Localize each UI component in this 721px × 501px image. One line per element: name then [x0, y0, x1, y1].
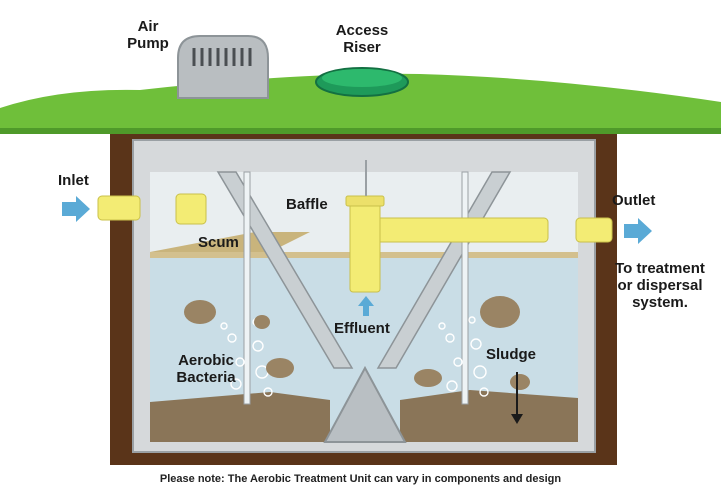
baffle-tee — [349, 195, 381, 293]
inlet-pipe — [97, 195, 141, 221]
outlet-arrow — [624, 218, 652, 244]
outlet-pipe — [359, 217, 549, 243]
floating-solids — [184, 296, 530, 390]
air-pump-vents — [192, 48, 252, 66]
effluent-label: Effluent — [334, 320, 390, 337]
sludge-left — [150, 392, 330, 442]
baffle-label: Baffle — [286, 196, 328, 213]
aerator-rod-right — [461, 171, 469, 405]
inlet-elbow — [175, 193, 207, 225]
center-hopper — [323, 365, 407, 443]
destination-label: To treatment or dispersal system. — [615, 260, 705, 311]
scum-label: Scum — [198, 234, 239, 251]
clarifier-wall-left — [216, 171, 354, 369]
disclaimer-note: Please note: The Aerobic Treatment Unit … — [159, 473, 562, 485]
aerator-rod-left — [243, 171, 251, 405]
aerobic-bacteria-label: Aerobic Bacteria — [176, 352, 236, 386]
access-riser-label: Access Riser — [335, 22, 389, 56]
air-pump-label: Air Pump — [127, 18, 169, 52]
inlet-label: Inlet — [58, 172, 89, 189]
inlet-arrow — [62, 196, 90, 222]
outlet-label: Outlet — [612, 192, 656, 209]
sludge-label: Sludge — [486, 346, 537, 363]
effluent-arrow — [358, 296, 374, 316]
settling-arrow — [511, 414, 523, 424]
outlet-pipe-exit — [575, 217, 613, 243]
air-pump — [177, 35, 269, 99]
sludge-right — [400, 390, 578, 442]
